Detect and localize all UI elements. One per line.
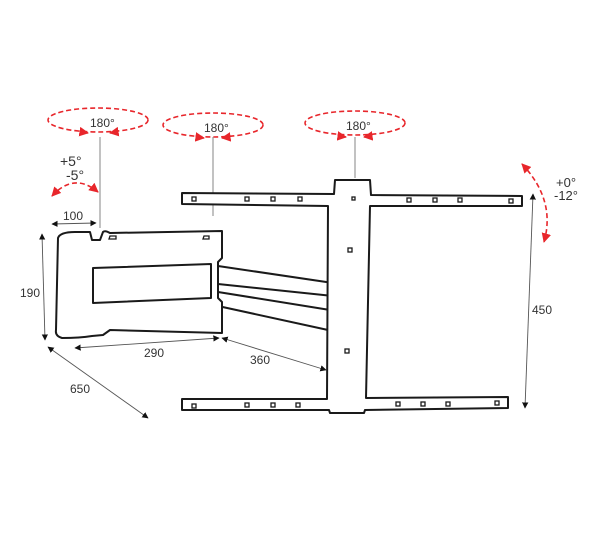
rotation-label: 180°: [346, 119, 371, 133]
tv-bracket: [181, 179, 523, 414]
dimension-290: 290: [74, 335, 220, 360]
wall-tilt-indicator: +5° -5°: [51, 153, 99, 197]
svg-text:650: 650: [70, 382, 90, 396]
svg-text:100: 100: [63, 209, 83, 223]
tilt-minus-label: -5°: [66, 167, 84, 183]
arms: [217, 265, 334, 331]
tilt-plus-label: +0°: [556, 175, 576, 190]
dimension-650: 650: [47, 346, 149, 419]
dimension-100: 100: [51, 209, 97, 228]
screen-tilt-indicator: +0° -12°: [521, 163, 578, 243]
rotation-indicator-wall: 180°: [47, 107, 149, 228]
tilt-plus-label: +5°: [60, 153, 82, 169]
svg-text:190: 190: [20, 286, 40, 300]
svg-text:290: 290: [144, 346, 164, 360]
dimension-360: 360: [221, 336, 327, 372]
dimension-190: 190: [20, 233, 48, 341]
rotation-label: 180°: [204, 121, 229, 135]
svg-text:450: 450: [532, 303, 552, 317]
svg-text:360: 360: [250, 353, 270, 367]
wall-plate: [54, 230, 223, 339]
tilt-minus-label: -12°: [554, 188, 578, 203]
rotation-label: 180°: [90, 116, 115, 130]
rotation-indicator-head: 180°: [304, 110, 406, 178]
dimension-450: 450: [522, 193, 552, 409]
